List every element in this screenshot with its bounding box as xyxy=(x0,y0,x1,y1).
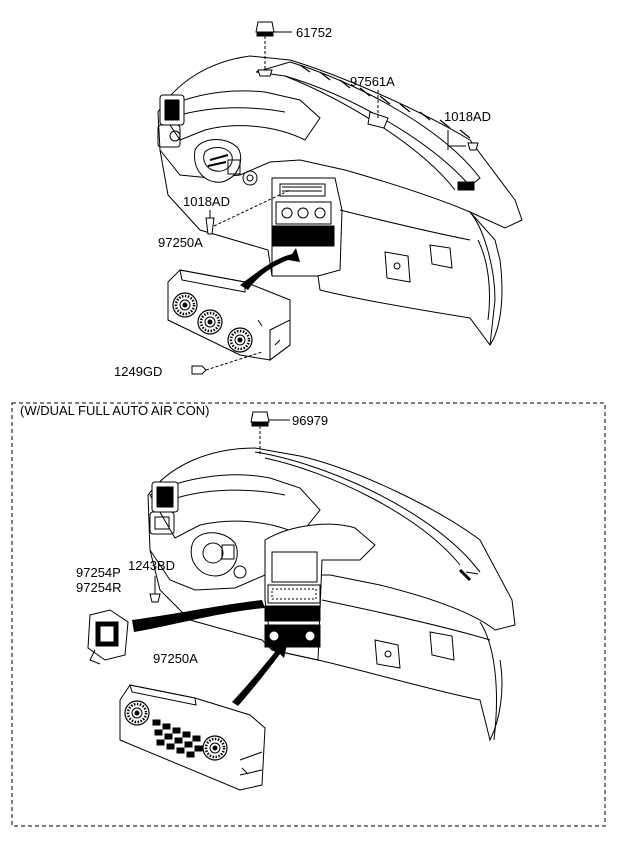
top-dashboard xyxy=(157,55,523,346)
part-label-1249GD: 1249GD xyxy=(114,364,163,379)
part-label-97561A: 97561A xyxy=(350,74,395,89)
part-label-61752: 61752 xyxy=(296,25,333,40)
sensor-unit xyxy=(87,609,129,665)
part-label-1243BD: 1243BD xyxy=(128,558,175,573)
bottom-fasteners xyxy=(149,411,290,603)
control-unit-top xyxy=(167,269,291,361)
top-pointer-arrow xyxy=(240,248,300,290)
top-fasteners xyxy=(191,21,479,375)
part-label-96979: 96979 xyxy=(292,413,329,428)
bottom-pointer-arrow xyxy=(232,640,288,706)
section-frame xyxy=(11,402,606,827)
part-label-97254R: 97254R xyxy=(76,580,122,595)
part-label-1018AD-left: 1018AD xyxy=(183,194,230,209)
control-unit-bottom xyxy=(119,684,266,791)
part-label-97254P: 97254P xyxy=(76,565,121,580)
part-label-97250A-top: 97250A xyxy=(158,235,203,250)
part-label-97250A-bottom: 97250A xyxy=(153,651,198,666)
bottom-dashboard xyxy=(147,447,516,742)
section-title: (W/DUAL FULL AUTO AIR CON) xyxy=(18,403,212,418)
sensor-pointer-arrow xyxy=(132,600,265,632)
part-label-1018AD-right: 1018AD xyxy=(444,109,491,124)
